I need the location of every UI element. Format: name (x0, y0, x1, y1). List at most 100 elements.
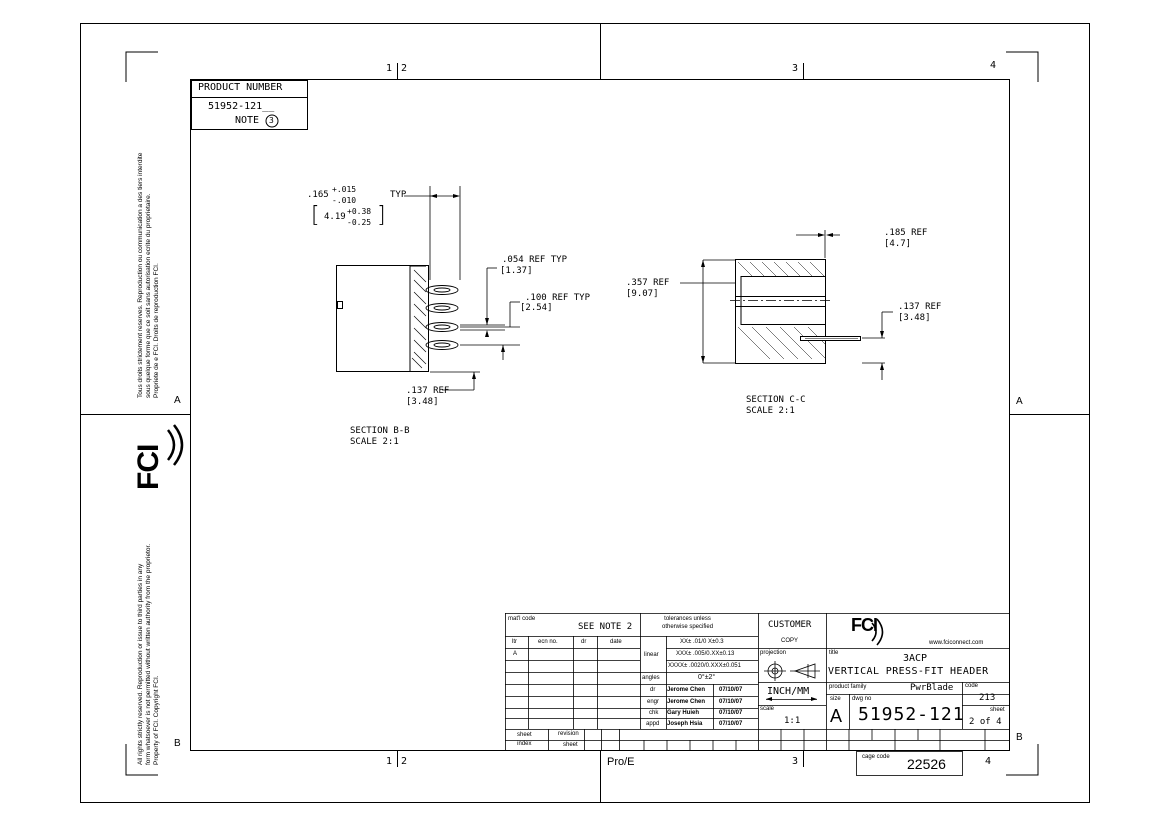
zone-bottom-2: 2 (401, 756, 408, 767)
zone-top-1: 1 (386, 63, 393, 74)
size-value: A (830, 706, 843, 726)
sign-date-chk: 07/10/07 (719, 710, 743, 716)
bb-bracket-left: [ (311, 203, 320, 228)
angle-tol: 0°±2° (698, 674, 716, 681)
product-family-value: PwrBlade (910, 683, 954, 693)
bb-dim2-mm: [2.54] (520, 303, 553, 313)
zone-top-4: 4 (990, 60, 997, 71)
zone-right-b: B (1016, 732, 1023, 743)
bb-section-label: SECTION B-B (350, 426, 410, 436)
sign-role-appd: appd (646, 721, 660, 727)
section-bb-view (336, 186, 520, 391)
tol-row-2: XXX± .005/0.XX±0.13 (676, 651, 735, 657)
size-label: size (830, 696, 841, 702)
sheet-index-label: sheet index (517, 732, 532, 747)
projection-label: projection (760, 650, 787, 656)
cc-dim3: .137 REF (898, 302, 942, 312)
tolerances-label: tolerances unless otherwise specified (662, 616, 714, 630)
title-line-1: 3ACP (903, 653, 928, 664)
bb-dim2: .100 REF TYP (525, 293, 591, 303)
revision-label: revision (558, 731, 579, 737)
product-number-note: NOTE (235, 115, 260, 126)
cc-dim1: .185 REF (884, 228, 928, 238)
zone-top-3: 3 (792, 63, 799, 74)
bb-dim-main: .165 (307, 190, 329, 200)
proe-label: Pro/E (607, 756, 635, 768)
dwg-no-label: dwg no (852, 696, 872, 702)
zone-left-a: A (174, 395, 181, 406)
title-label: title (829, 650, 839, 656)
cage-code-value: 22526 (907, 756, 946, 772)
title-line-2: VERTICAL PRESS-FIT HEADER (828, 666, 989, 677)
french-rights-text: Tous droits strictement reserves. Reprod… (137, 152, 160, 398)
zone-bottom-1: 1 (386, 756, 393, 767)
cc-scale-label: SCALE 2:1 (746, 406, 795, 416)
cc-dim2-mm: [9.07] (626, 289, 659, 299)
zone-right-a: A (1016, 396, 1023, 407)
outer-border (80, 23, 1090, 803)
bb-dim3: .137 REF (406, 386, 450, 396)
zone-bottom-3: 3 (792, 756, 799, 767)
scale-label: scale (760, 706, 775, 712)
product-number-header: PRODUCT NUMBER (198, 82, 283, 93)
rev-ltr-a: A (513, 651, 518, 657)
zone-top-2: 2 (401, 63, 408, 74)
sign-role-engr: engr (647, 699, 660, 705)
rev-header-ltr: ltr (512, 639, 517, 645)
sign-date-dr: 07/10/07 (719, 687, 743, 693)
scale-value: 1:1 (784, 716, 801, 726)
rev-header-dr: dr (581, 639, 587, 645)
bb-dim1: .054 REF TYP (502, 255, 568, 265)
sheet-label-bottom: sheet (563, 742, 578, 748)
sign-date-engr: 07/10/07 (719, 699, 743, 705)
product-number-value: 51952-121__ (208, 101, 275, 112)
zone-bottom-4: 4 (985, 756, 992, 767)
side-logo-waves (166, 424, 184, 466)
sheet-value: 2 of 4 (969, 717, 1002, 727)
title-block-lines (505, 613, 1010, 776)
bb-dim-mm: 4.19 (324, 212, 346, 222)
title-fci-logo: FCI (851, 615, 878, 635)
bb-bracket-right: ] (377, 203, 386, 228)
english-rights-text: All rights strictly reserved. Reproducti… (137, 543, 160, 765)
bb-tol-mm-minus: -0.25 (347, 218, 372, 227)
cage-code-label: cage code (862, 754, 890, 760)
cc-dim2: .357 REF (626, 278, 670, 288)
zone-left-b: B (174, 738, 181, 749)
sign-name-appd: Joseph Hsia (667, 721, 703, 727)
tol-row-1: XX± .01/0 X±0.3 (680, 639, 724, 645)
rev-header-ecn: ecn no. (538, 639, 558, 645)
code-label: code (965, 683, 979, 689)
sign-name-chk: Gary Huieh (667, 710, 700, 716)
sign-name-engr: Jerome Chen (667, 699, 706, 705)
bb-dim1-mm: [1.37] (500, 266, 533, 276)
sign-date-appd: 07/10/07 (719, 721, 743, 727)
bb-dim3-mm: [3.48] (406, 397, 439, 407)
website-label: www.fciconnect.com (929, 640, 984, 646)
projection-symbol (764, 661, 820, 681)
matl-code-label: mat'l code (508, 616, 536, 622)
tol-row-3: XXXX± .0020/0.XXX±0.051 (668, 663, 741, 669)
side-fci-logo: FCI (132, 444, 165, 490)
bb-tol-minus: -.010 (332, 196, 357, 205)
code-value: 213 (979, 693, 996, 703)
product-family-label: product family (829, 684, 867, 690)
bb-tol-mm-plus: +0.38 (347, 207, 372, 216)
cc-dim1-mm: [4.7] (884, 239, 912, 249)
linear-label: linear (644, 652, 659, 658)
copy-label: COPY (781, 638, 799, 644)
angles-label: angles (642, 675, 660, 681)
bb-tol-plus: +.015 (332, 185, 357, 194)
bb-typ-label: TYP (390, 190, 407, 200)
sign-name-dr: Jerome Chen (667, 687, 706, 693)
note-number: 3 (269, 116, 274, 125)
sheet-label: sheet (990, 707, 1005, 713)
sign-role-chk: chk (649, 710, 659, 716)
see-note: SEE NOTE 2 (578, 622, 633, 632)
section-cc-view (680, 230, 893, 380)
cc-section-label: SECTION C-C (746, 395, 806, 405)
product-number-box (191, 80, 308, 130)
cc-dim3-mm: [3.48] (898, 313, 931, 323)
bb-scale-label: SCALE 2:1 (350, 437, 399, 447)
